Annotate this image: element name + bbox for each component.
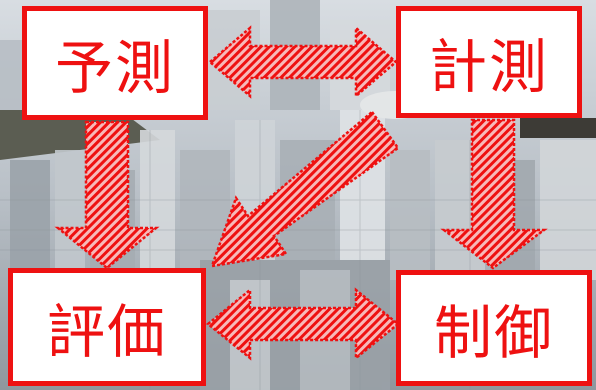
label-hyoka: 評価: [46, 298, 167, 366]
arrow-hyoka-seigyo: [206, 287, 400, 361]
label-seigyo: 制御: [433, 299, 554, 367]
arrow-yosoku-keisoku: [208, 25, 398, 99]
box-yosoku: 予測: [22, 6, 208, 120]
label-keisoku: 計測: [428, 33, 549, 101]
arrow-yosoku-hyoka: [54, 120, 160, 270]
box-hyoka: 評価: [8, 268, 206, 386]
arrow-keisoku-seigyo: [440, 118, 548, 270]
label-yosoku: 予測: [54, 34, 175, 102]
box-seigyo: 制御: [396, 270, 592, 386]
box-keisoku: 計測: [396, 6, 582, 118]
arrow-keisoku-hyoka: [210, 110, 400, 268]
